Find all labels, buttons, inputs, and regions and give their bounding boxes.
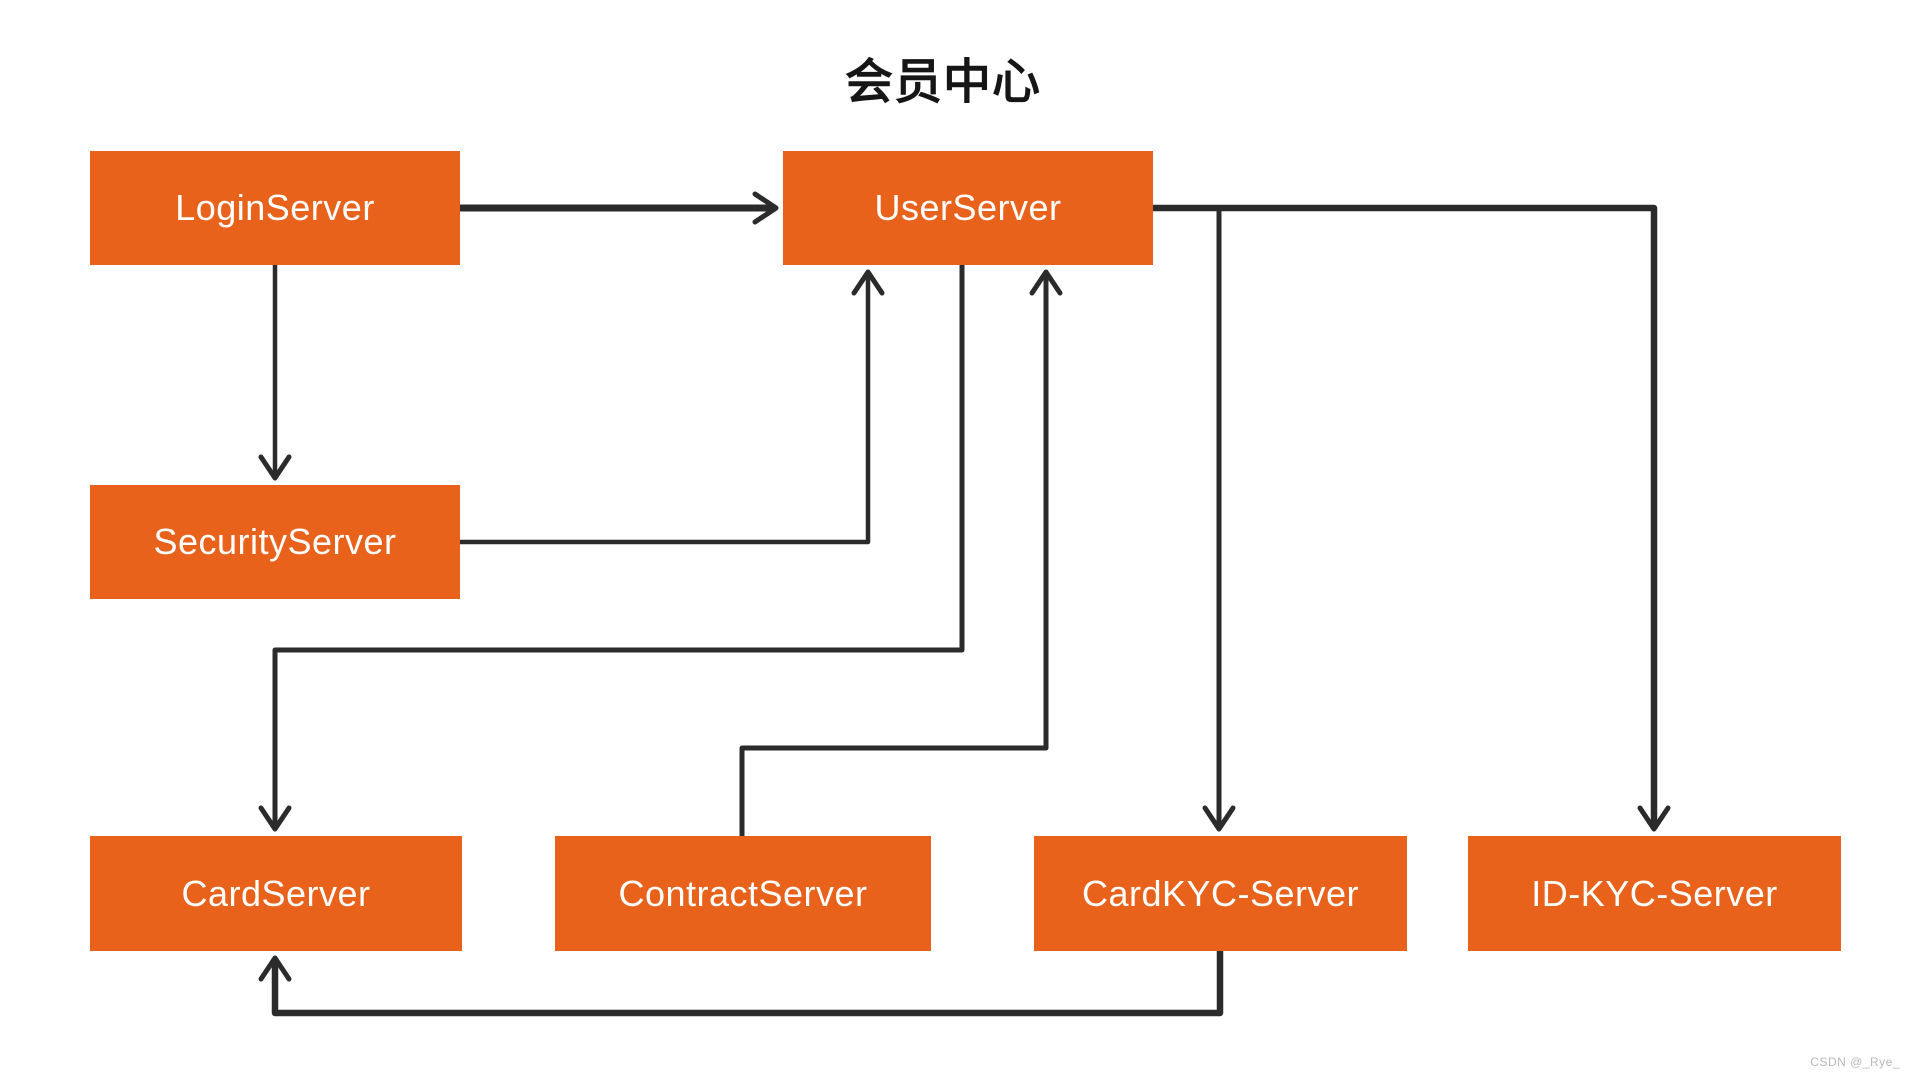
node-contract-server: ContractServer (555, 836, 931, 951)
edge-contract-to-user (739, 269, 1063, 836)
csdn-watermark: CSDN @_Rye_ (1810, 1055, 1900, 1069)
edge-user-to-card (258, 265, 965, 832)
node-cardkyc-server: CardKYC-Server (1034, 836, 1407, 951)
node-id-kyc-server: ID-KYC-Server (1468, 836, 1841, 951)
edge-cardkyc-to-card (258, 951, 1224, 1017)
node-card-server: CardServer (90, 836, 462, 951)
node-login-server: LoginServer (90, 151, 460, 265)
edge-security-to-user (460, 269, 885, 545)
node-security-server: SecurityServer (90, 485, 460, 599)
node-user-server: UserServer (783, 151, 1153, 265)
diagram-title: 会员中心 (844, 56, 1042, 109)
edge-user-to-idkyc (1153, 204, 1671, 832)
